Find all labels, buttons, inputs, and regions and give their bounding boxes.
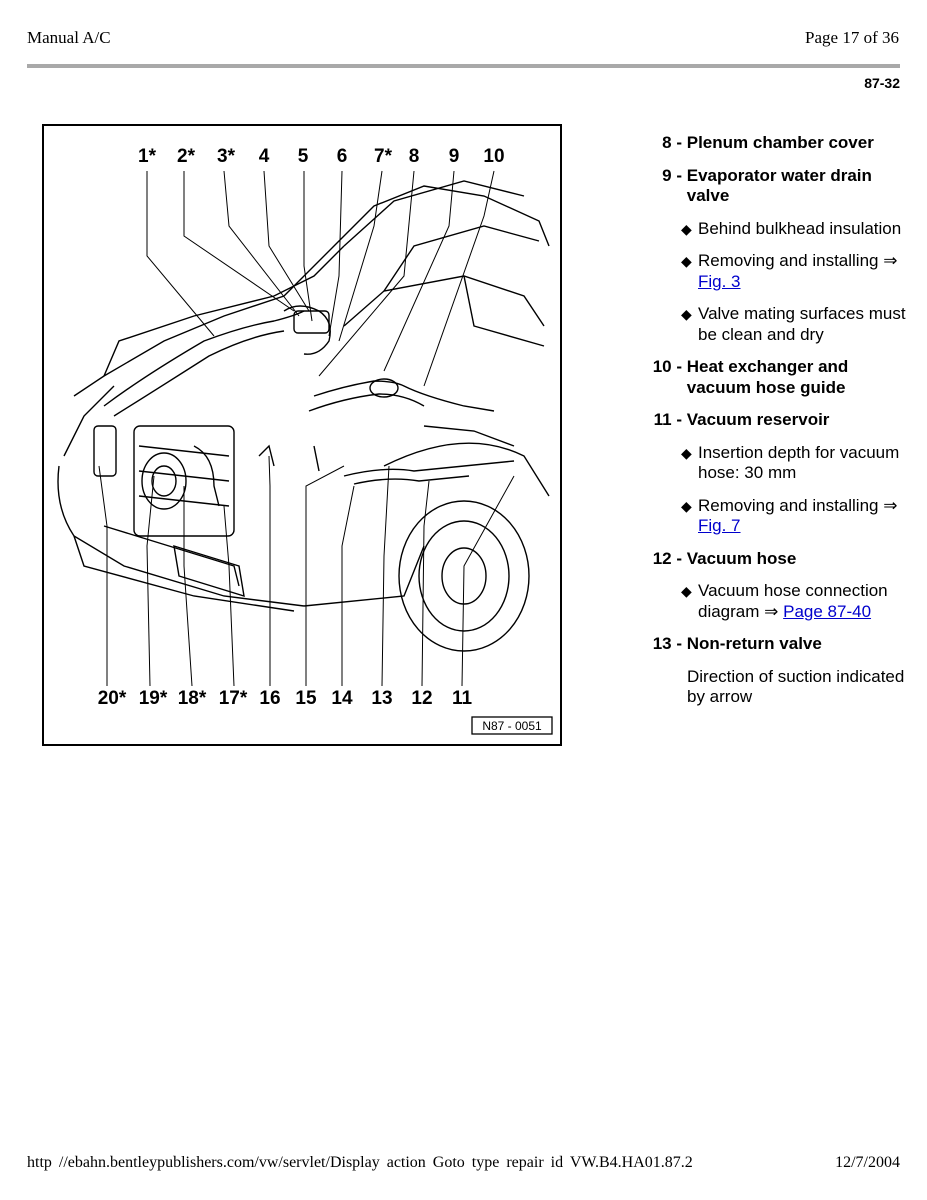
callout-label: 6: [337, 146, 348, 167]
diamond-bullet-icon: ◆: [681, 497, 692, 514]
diamond-bullet-icon: ◆: [681, 253, 692, 269]
item-number: 9 -: [662, 165, 682, 185]
document-title: Manual A/C: [27, 28, 111, 47]
bullet-item: ◆ Valve mating surfaces must be clean an…: [681, 304, 906, 345]
bullet-item: ◆ Removing and installing ⇒ Fig. 3: [681, 251, 906, 292]
callout-label: 16: [259, 688, 280, 709]
item-number: 10 -: [652, 357, 682, 376]
callout-label: 13: [371, 688, 392, 709]
legend-item-8: 8 - Plenum chamber cover: [646, 133, 906, 154]
callout-label: 7*: [374, 146, 393, 167]
callout-label: 8: [409, 146, 420, 167]
legend-item-12: 12 - Vacuum hose: [646, 549, 906, 570]
callout-label: 18*: [178, 688, 207, 709]
legend-item-10: 10 - Heat exchanger and vacuum hose guid…: [646, 357, 906, 398]
item-title: Plenum chamber cover: [686, 133, 874, 152]
fig-7-link[interactable]: Fig. 7: [698, 516, 741, 535]
callout-label: 12: [411, 688, 432, 709]
callout-label: 19*: [139, 688, 168, 709]
callout-label: 10: [483, 146, 504, 167]
diamond-bullet-icon: ◆: [681, 444, 692, 461]
bullet-item: ◆ Removing and installing ⇒ Fig. 7: [681, 496, 906, 537]
figure-ref-box: [471, 716, 553, 735]
bullet-text: Removing and installing ⇒: [698, 251, 898, 270]
parts-legend: 8 - Plenum chamber cover 9 - Evaporator …: [646, 133, 906, 720]
item-note: Direction of suction indicated by arrow: [687, 666, 905, 707]
item-title: Vacuum reservoir: [686, 410, 830, 429]
callout-label: 17*: [219, 688, 248, 709]
callout-label: 11: [452, 688, 473, 709]
callout-label: 4: [259, 146, 270, 167]
item-number: 12 -: [652, 548, 682, 568]
diamond-bullet-icon: ◆: [681, 220, 692, 237]
callout-label: 3*: [217, 146, 236, 167]
engine-bay-diagram: 1* 2* 3* 4 5 6 7* 8 9 10 20* 19* 18* 17*…: [42, 124, 562, 746]
callout-label: 5: [298, 146, 309, 167]
item-title: Vacuum hose: [686, 548, 797, 568]
callout-label: 15: [295, 688, 317, 709]
legend-item-9: 9 - Evaporator water drain valve: [646, 166, 906, 207]
section-code: 87-32: [864, 75, 900, 91]
footer-url: http //ebahn.bentleypublishers.com/vw/se…: [27, 1154, 693, 1171]
callout-label: 2*: [177, 146, 196, 167]
diamond-bullet-icon: ◆: [681, 306, 692, 322]
callout-label: 20*: [98, 688, 127, 709]
legend-item-13: 13 - Non-return valve: [646, 634, 906, 655]
bullet-text: Insertion depth for vacuum hose: 30 mm: [698, 442, 900, 483]
bullet-item: ◆ Vacuum hose connection diagram ⇒ Page …: [681, 581, 906, 622]
page-indicator: Page 17 of 36: [805, 28, 899, 47]
bullet-item: ◆ Insertion depth for vacuum hose: 30 mm: [681, 443, 906, 484]
callout-label: 14: [331, 688, 353, 709]
car-outline: [57, 180, 550, 652]
item-number: 13 -: [652, 634, 682, 653]
item-title: Non-return valve: [686, 634, 822, 653]
item-title: Evaporator water drain valve: [686, 165, 872, 206]
item-number: 11 -: [653, 410, 682, 429]
fig-3-link[interactable]: Fig. 3: [698, 271, 741, 291]
bullet-text: Removing and installing ⇒: [698, 495, 898, 515]
page-87-40-link[interactable]: Page 87-40: [783, 601, 872, 621]
diamond-bullet-icon: ◆: [681, 583, 692, 599]
leader-lines: [98, 170, 515, 687]
callout-label: 1*: [138, 146, 157, 167]
legend-item-11: 11 - Vacuum reservoir: [646, 410, 906, 431]
item-number: 8 -: [662, 133, 682, 152]
bullet-text: Valve mating surfaces must be clean and …: [698, 304, 906, 344]
bullet-text: Vacuum hose connection diagram ⇒: [698, 581, 888, 621]
item-title: Heat exchanger and vacuum hose guide: [686, 357, 849, 397]
bullet-item: ◆ Behind bulkhead insulation: [681, 219, 906, 240]
figure-ref: N87 - 0051: [482, 719, 542, 733]
footer-date: 12/7/2004: [835, 1154, 900, 1171]
header-divider: [27, 64, 900, 68]
callout-label: 9: [449, 146, 460, 167]
bullet-text: Behind bulkhead insulation: [698, 218, 902, 238]
